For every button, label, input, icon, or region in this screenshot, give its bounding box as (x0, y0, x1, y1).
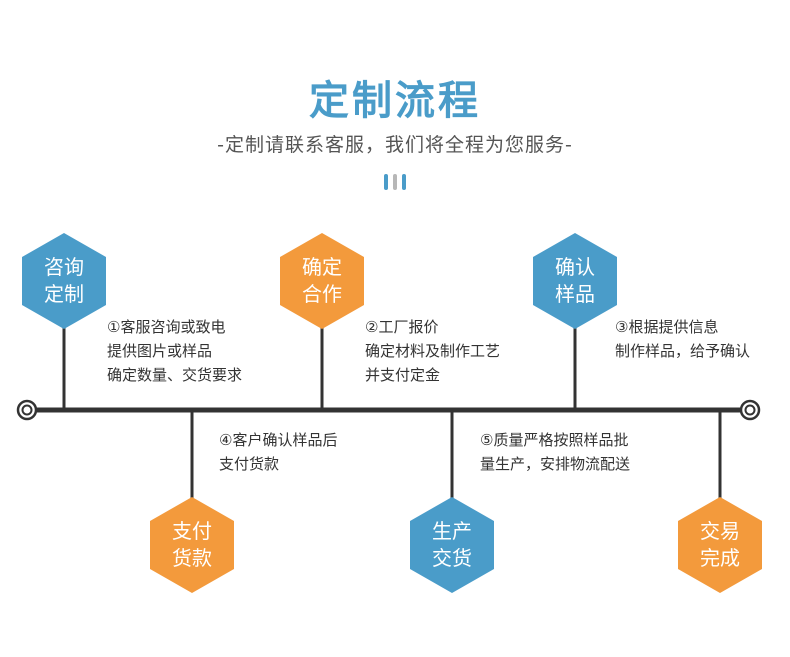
step-6-label-line-1: 交易 (700, 519, 740, 543)
timeline-start-ring-inner (21, 404, 33, 416)
step-5-hexagon: 生产 交货 (410, 497, 494, 593)
step-1-description: ①客服咨询或致电 提供图片或样品 确定数量、交货要求 (107, 315, 242, 387)
step-4-desc-line-1: ④客户确认样品后 (219, 431, 338, 449)
dot-bar-1 (384, 174, 388, 190)
step-5-description: ⑤质量严格按照样品批 量生产，安排物流配送 (480, 428, 630, 476)
step-2-desc-line-3: 并支付定金 (365, 366, 441, 384)
step-4-label-line-2: 货款 (172, 546, 212, 570)
step-3-description: ③根据提供信息 制作样品，给予确认 (615, 315, 750, 363)
step-1-hexagon: 咨询 定制 (22, 233, 106, 329)
dot-bar-2 (393, 174, 397, 190)
step-2-description: ②工厂报价 确定材料及制作工艺 并支付定金 (365, 315, 500, 387)
step-3-label-line-2: 样品 (555, 282, 595, 306)
step-3-hexagon: 确认 样品 (533, 233, 617, 329)
step-4-description: ④客户确认样品后 支付货款 (219, 428, 337, 476)
step-5-label-line-2: 交货 (432, 546, 472, 570)
step-4-hexagon: 支付 货款 (150, 497, 234, 593)
step-6-label-line-2: 完成 (700, 546, 740, 570)
step-5-desc-line-2: 量生产，安排物流配送 (480, 455, 631, 473)
step-3-desc-line-1: ③根据提供信息 (615, 318, 719, 336)
step-3-desc-line-2: 制作样品，给予确认 (615, 342, 751, 360)
step-5-desc-line-1: ⑤质量严格按照样品批 (480, 431, 629, 449)
page-title: 定制流程 (309, 78, 481, 124)
step-5-label-line-1: 生产 (432, 519, 472, 543)
step-2-label-line-1: 确定 (302, 255, 342, 279)
step-2-hexagon: 确定 合作 (280, 233, 364, 329)
dot-bar-3 (402, 174, 406, 190)
step-2-desc-line-1: ②工厂报价 (365, 318, 439, 336)
step-2-desc-line-2: 确定材料及制作工艺 (365, 342, 501, 360)
step-4-desc-line-2: 支付货款 (219, 455, 280, 473)
page-subtitle: -定制请联系客服，我们将全程为您服务- (217, 134, 573, 156)
step-4-label-line-1: 支付 (172, 519, 212, 543)
step-3-label-line-1: 确认 (555, 255, 595, 279)
decorative-dots (384, 174, 408, 190)
step-6-hexagon: 交易 完成 (678, 497, 762, 593)
timeline-end-ring-inner (744, 404, 756, 416)
step-1-label-line-2: 定制 (44, 282, 84, 306)
step-1-desc-line-2: 提供图片或样品 (107, 342, 213, 360)
step-2-label-line-2: 合作 (302, 282, 342, 306)
step-1-desc-line-1: ①客服咨询或致电 (107, 318, 226, 336)
step-1-label-line-1: 咨询 (44, 255, 84, 279)
step-1-desc-line-3: 确定数量、交货要求 (107, 366, 243, 384)
